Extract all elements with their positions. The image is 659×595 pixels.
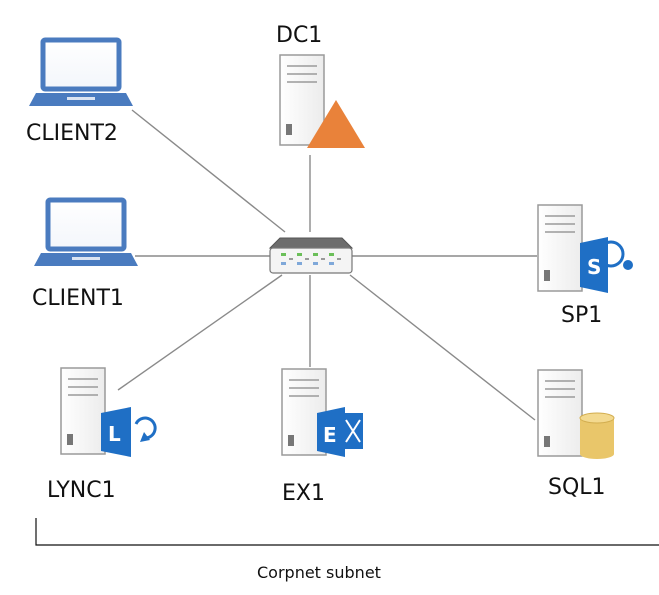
link-client2-hub (131, 109, 286, 233)
server-icon (60, 367, 106, 455)
network-switch-icon (268, 237, 354, 274)
node-sp1: S SP1 (537, 204, 633, 328)
node-sql1: SQL1 (537, 369, 615, 500)
svg-text:S: S (587, 255, 601, 279)
node-label-client2: CLIENT2 (26, 121, 118, 146)
node-label-ex1: EX1 (282, 481, 325, 506)
svg-text:L: L (108, 422, 121, 446)
server-icon (537, 204, 583, 292)
node-label-client1: CLIENT1 (32, 286, 124, 311)
subnet-bracket: Corpnet subnet (35, 518, 659, 582)
database-icon (579, 412, 615, 459)
server-icon (279, 54, 325, 146)
node-ex1: E EX1 (281, 368, 363, 506)
node-label-sp1: SP1 (561, 303, 602, 328)
node-client1: CLIENT1 (32, 197, 138, 311)
laptop-icon (29, 37, 133, 106)
svg-text:E: E (323, 423, 337, 447)
subnet-label: Corpnet subnet (257, 563, 381, 582)
node-label-sql1: SQL1 (548, 475, 606, 500)
laptop-icon (34, 197, 138, 266)
sharepoint-icon: S (580, 237, 633, 293)
domain-controller-triangle-icon (307, 100, 365, 148)
link-sql1-hub (349, 274, 536, 421)
lync-icon: L (101, 407, 157, 457)
connection-lines (117, 109, 537, 421)
link-lync1-hub (117, 274, 283, 391)
node-label-dc1: DC1 (276, 23, 322, 48)
node-label-lync1: LYNC1 (47, 478, 116, 503)
server-icon (537, 369, 583, 457)
node-dc1: DC1 (276, 23, 365, 148)
node-client2: CLIENT2 (26, 37, 133, 146)
node-lync1: L LYNC1 (47, 367, 157, 503)
exchange-icon: E (317, 407, 363, 457)
